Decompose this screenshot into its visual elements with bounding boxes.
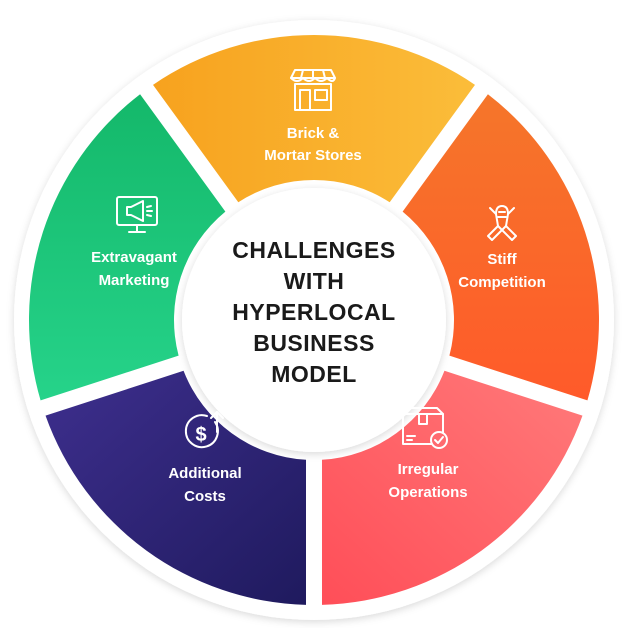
segment-label: Competition xyxy=(458,274,546,291)
segment-label: Additional xyxy=(168,465,241,482)
segment-additional-costs-content: $ Additional Costs xyxy=(168,411,242,505)
segment-label: Irregular xyxy=(398,461,459,478)
segment-label: Operations xyxy=(388,484,467,501)
segment-additional-costs[interactable] xyxy=(45,370,307,605)
center-title-line: CHALLENGES xyxy=(232,237,395,263)
segment-label: Extravagant xyxy=(91,249,177,266)
segment-brick-mortar-content: Brick & Mortar Stores xyxy=(264,69,362,164)
center-title: CHALLENGES WITH HYPERLOCAL BUSINESS MODE… xyxy=(232,237,395,387)
handshake-icon xyxy=(487,205,517,241)
center-circle xyxy=(182,188,446,452)
center-title-line: WITH xyxy=(284,268,345,294)
segment-label: Costs xyxy=(184,488,226,505)
megaphone-monitor-icon xyxy=(116,196,158,233)
segment-label: Brick & xyxy=(287,125,340,142)
center-title-line: MODEL xyxy=(271,361,357,387)
segment-irregular-operations[interactable] xyxy=(321,370,583,605)
segment-irregular-operations-content: Irregular Operations xyxy=(388,407,468,501)
storefront-icon xyxy=(290,69,336,111)
segment-label: Mortar Stores xyxy=(264,147,362,164)
center-title-line: HYPERLOCAL xyxy=(232,299,395,325)
dollar-up-icon: $ xyxy=(184,411,224,449)
package-check-icon xyxy=(402,407,448,449)
segment-brick-mortar[interactable] xyxy=(153,35,475,203)
center-title-line: BUSINESS xyxy=(253,330,375,356)
segment-extravagant-marketing-content: Extravagant Marketing xyxy=(91,196,177,289)
segment-extravagant-marketing[interactable] xyxy=(29,94,226,401)
segments xyxy=(29,35,599,605)
svg-text:$: $ xyxy=(195,424,206,446)
segment-stiff-competition[interactable] xyxy=(402,94,599,401)
segment-stiff-competition-content: Stiff Competition xyxy=(458,205,546,291)
segment-label: Marketing xyxy=(99,272,170,289)
segment-label: Stiff xyxy=(487,251,517,268)
